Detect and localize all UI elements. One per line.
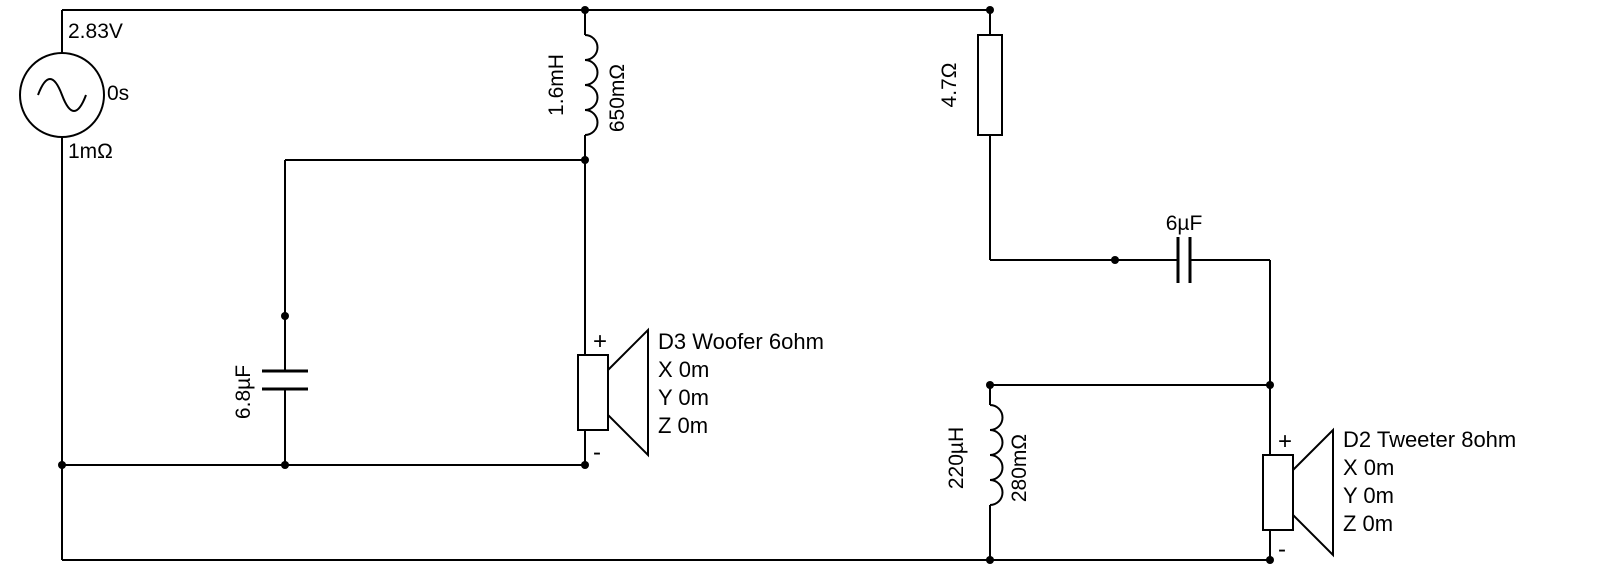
inductor-coil-symbol[interactable] (989, 404, 1004, 506)
source-delay-label: 0s (107, 82, 129, 105)
woofer-plus-terminal: + (593, 328, 607, 355)
inductor-l2-value: 220µH (945, 427, 968, 489)
junction-dot (986, 381, 994, 389)
capacitor-c2-value: 6µF (1166, 212, 1203, 235)
woofer-y-label: Y 0m (658, 385, 709, 410)
inductor-L1[interactable]: 1.6mH 650mΩ (545, 34, 629, 136)
sine-wave-icon (37, 78, 87, 112)
junction-dot (281, 461, 289, 469)
junction-dot (986, 6, 994, 14)
woofer-minus-terminal: - (593, 439, 601, 466)
junction-dot (1266, 381, 1274, 389)
capacitor-c1-value: 6.8µF (232, 365, 255, 419)
tweeter-x-label: X 0m (1343, 455, 1394, 480)
inductor-l2-resistance: 280mΩ (1008, 434, 1031, 502)
junction-dot (58, 461, 66, 469)
woofer-z-label: Z 0m (658, 413, 708, 438)
junction-dot (581, 156, 589, 164)
junction-dot (581, 6, 589, 14)
capacitor-C1[interactable]: 6.8µF (232, 365, 308, 419)
resistor-r1-value: 4.7Ω (938, 63, 961, 108)
speaker-tweeter-D2[interactable]: + - D2 Tweeter 8ohm X 0m Y 0m Z 0m (1262, 427, 1516, 563)
tweeter-y-label: Y 0m (1343, 483, 1394, 508)
junction-dots (58, 6, 1274, 564)
inductor-L2[interactable]: 220µH 280mΩ (945, 404, 1031, 506)
inductor-coil-symbol[interactable] (584, 34, 599, 136)
source-voltage-label: 2.83V (68, 20, 123, 43)
speaker-driver-icon[interactable] (577, 354, 609, 431)
speaker-cone-icon[interactable] (607, 327, 649, 458)
capacitor-C2[interactable]: 6µF (1166, 212, 1203, 283)
inductor-l1-resistance: 650mΩ (606, 64, 629, 132)
junction-dot (1111, 256, 1119, 264)
woofer-name-label: D3 Woofer 6ohm (658, 329, 824, 354)
ac-voltage-source[interactable]: 2.83V 0s 1mΩ (19, 20, 129, 163)
junction-dot (986, 556, 994, 564)
junction-dot (281, 312, 289, 320)
junction-dot (581, 461, 589, 469)
resistor-body-symbol[interactable] (977, 34, 1003, 136)
tweeter-z-label: Z 0m (1343, 511, 1393, 536)
speaker-driver-icon[interactable] (1262, 454, 1294, 531)
junction-dot (1266, 556, 1274, 564)
source-impedance-label: 1mΩ (68, 140, 113, 163)
tweeter-minus-terminal: - (1278, 536, 1286, 563)
tweeter-name-label: D2 Tweeter 8ohm (1343, 427, 1516, 452)
speaker-woofer-D3[interactable]: + - D3 Woofer 6ohm X 0m Y 0m Z 0m (577, 327, 824, 466)
tweeter-plus-terminal: + (1278, 428, 1292, 455)
speaker-cone-icon[interactable] (1292, 427, 1334, 558)
inductor-l1-value: 1.6mH (545, 54, 568, 116)
woofer-x-label: X 0m (658, 357, 709, 382)
wires (61, 9, 1271, 561)
resistor-R1[interactable]: 4.7Ω (938, 34, 1003, 136)
